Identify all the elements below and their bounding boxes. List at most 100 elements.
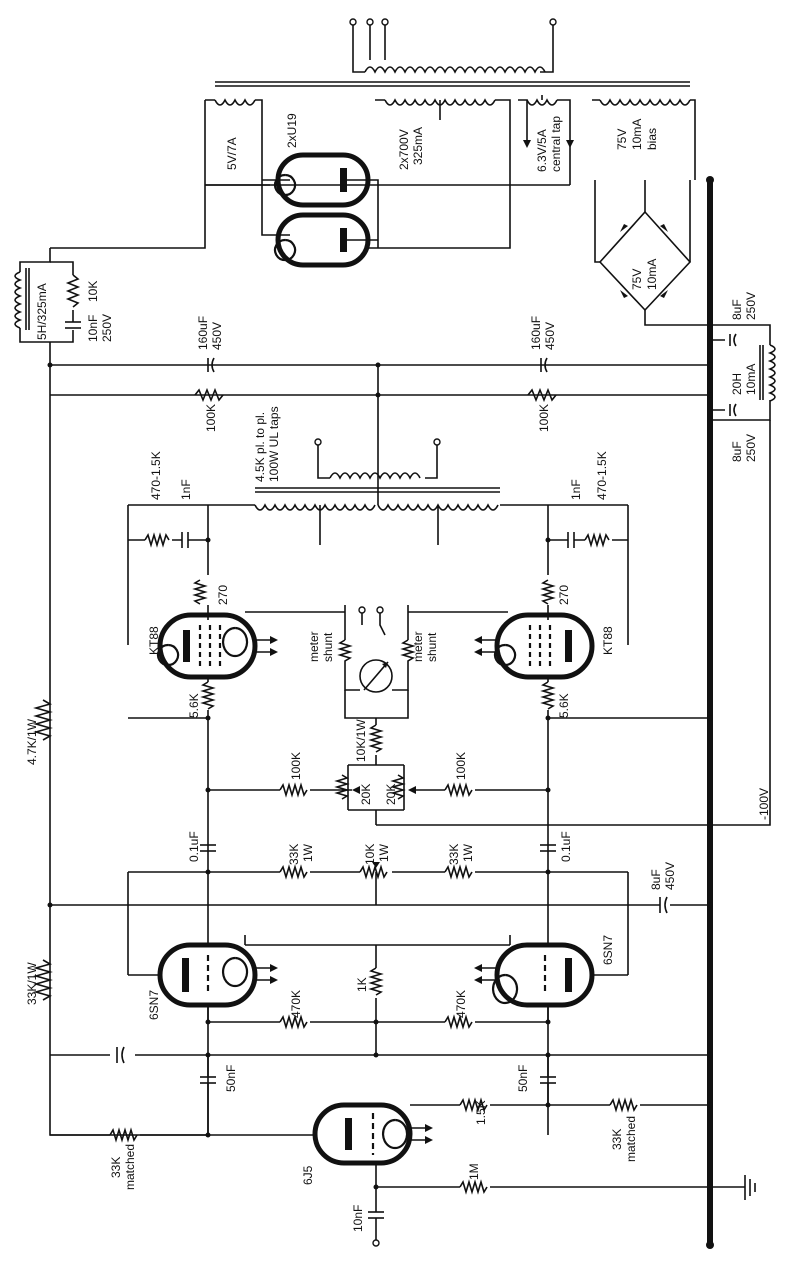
zobel-r1-label: 470-1.5K bbox=[149, 451, 163, 500]
heater-ct-label: central tap bbox=[549, 116, 563, 172]
ot-rating-label: 100W UL taps bbox=[267, 406, 281, 482]
hv-secondary-label: 2x700V bbox=[397, 129, 411, 170]
hv-current-label: 325mA bbox=[411, 127, 425, 165]
bias-cap1-value: 8uF bbox=[730, 299, 744, 320]
coupling-c2-label: 0.1uF bbox=[559, 831, 573, 862]
coupling-c1-label: 0.1uF bbox=[187, 831, 201, 862]
grid-r1-label: 100K bbox=[289, 752, 303, 780]
pi-c1-label: 50nF bbox=[224, 1065, 238, 1092]
pot-a-label: 20K bbox=[359, 784, 373, 805]
input-tube bbox=[312, 1102, 433, 1166]
meter-shunt1-a: meter bbox=[307, 631, 321, 662]
bias-cap2-value: 8uF bbox=[730, 441, 744, 462]
power-transformer bbox=[50, 18, 696, 249]
pi-load1-value: 33K bbox=[109, 1157, 123, 1178]
meter-shunt1-b: shunt bbox=[321, 632, 335, 662]
cap1-value: 160uF bbox=[196, 316, 210, 350]
bias-cap2-voltage: 250V bbox=[744, 434, 758, 462]
driver-grid2-label: 470K bbox=[454, 990, 468, 1018]
bleeder2-label: 100K bbox=[537, 404, 551, 432]
cathode-bias-network bbox=[128, 677, 713, 1135]
driver-tube-right bbox=[474, 942, 595, 1008]
input-network bbox=[368, 1163, 713, 1247]
balance-pot-value: 10K bbox=[363, 844, 377, 865]
load-r1-rating: 1W bbox=[301, 843, 315, 862]
cap1-voltage: 450V bbox=[210, 322, 224, 350]
drop-r2-label: 33K/1W bbox=[25, 962, 39, 1005]
heater-wiring bbox=[205, 145, 571, 186]
pi-load2-value: 33K bbox=[610, 1129, 624, 1150]
pi-load2-matched: matched bbox=[624, 1116, 638, 1162]
rectifier-label: 2xU19 bbox=[285, 113, 299, 148]
bridge-i-label: 10mA bbox=[645, 259, 659, 290]
drop-resistor-2 bbox=[33, 959, 53, 1001]
bias-v-label: 75V bbox=[615, 129, 629, 150]
pi-c2-label: 50nF bbox=[516, 1065, 530, 1092]
bias-filter bbox=[710, 324, 776, 826]
driver-grid1-label: 470K bbox=[289, 990, 303, 1018]
driver-tube-right-label: 6SN7 bbox=[601, 935, 615, 965]
main-choke bbox=[14, 248, 210, 1136]
bias-bridge bbox=[594, 180, 710, 326]
tail-r-label: 1K bbox=[355, 977, 369, 992]
driver-tube-left bbox=[157, 942, 278, 1008]
cap2-voltage: 450V bbox=[543, 322, 557, 350]
driver-loads bbox=[47, 844, 713, 975]
driver-cap-voltage: 450V bbox=[663, 862, 677, 890]
input-grid-label: 1M bbox=[467, 1163, 481, 1180]
pi-r1-label: 1.5K bbox=[474, 1100, 488, 1125]
grid-stopper-left bbox=[192, 579, 208, 605]
pi-load1-matched: matched bbox=[123, 1144, 137, 1190]
grid-stopper-right-label: 270 bbox=[557, 585, 571, 605]
driver-plate-wiring bbox=[128, 935, 628, 976]
reservoir-section bbox=[47, 357, 713, 403]
snubber-r-label: 10K bbox=[86, 281, 100, 302]
grid-stopper-left-label: 270 bbox=[216, 585, 230, 605]
heater-5v-label: 5V/7A bbox=[225, 137, 239, 170]
ground-symbol-icon bbox=[710, 1175, 756, 1200]
bias-cap1-voltage: 250V bbox=[744, 292, 758, 320]
snubber-v-label: 250V bbox=[100, 314, 114, 342]
heater-63-label: 6.3V/5A bbox=[535, 129, 549, 172]
power-tube-left bbox=[156, 612, 278, 680]
drop-resistor-1 bbox=[33, 699, 53, 741]
zobel-r2-label: 470-1.5K bbox=[595, 451, 609, 500]
snubber-c-label: 10nF bbox=[86, 315, 100, 342]
bias-choke-value: 20H bbox=[730, 373, 744, 395]
drop-r1-label: 4.7K/1W bbox=[25, 718, 39, 765]
grid-stopper-right bbox=[540, 579, 556, 605]
driver-tube-left-label: 6SN7 bbox=[147, 990, 161, 1020]
driver-cap-value: 8uF bbox=[649, 869, 663, 890]
bridge-v-label: 75V bbox=[630, 269, 644, 290]
choke-main-label: 5H/325mA bbox=[35, 283, 49, 340]
phase-splitter bbox=[50, 1055, 713, 1143]
balance-pot-rating: 1W bbox=[377, 843, 391, 862]
rectifier-wiring bbox=[205, 179, 379, 248]
power-tube-right bbox=[474, 612, 595, 680]
bias-pot-label: 10K/1W bbox=[354, 719, 368, 762]
ground-bus bbox=[706, 176, 714, 1249]
load-r2-rating: 1W bbox=[461, 843, 475, 862]
pot-b-label: 20K bbox=[384, 784, 398, 805]
driver-tail bbox=[50, 945, 713, 1064]
input-cap-label: 10nF bbox=[351, 1205, 365, 1232]
meter-shunt2-b: shunt bbox=[425, 632, 439, 662]
bias-choke-current: 10mA bbox=[744, 364, 758, 395]
bias-t-label: bias bbox=[645, 128, 659, 150]
meter-shunt2-a: meter bbox=[411, 631, 425, 662]
output-transformer bbox=[127, 395, 629, 645]
bias-i-label: 10mA bbox=[630, 119, 644, 150]
cathode-r2-label: 5.6K bbox=[557, 693, 571, 718]
cathode-r1-label: 5.6K bbox=[187, 693, 201, 718]
bias-negative-label: -100V bbox=[757, 788, 771, 820]
power-tube-right-label: KT88 bbox=[601, 626, 615, 655]
input-tube-label: 6J5 bbox=[301, 1165, 315, 1185]
load-r2-value: 33K bbox=[447, 844, 461, 865]
meter-section bbox=[337, 606, 416, 719]
screen-wiring bbox=[245, 605, 508, 640]
load-r1-value: 33K bbox=[287, 844, 301, 865]
cap2-value: 160uF bbox=[529, 316, 543, 350]
zobel-c2-label: 1nF bbox=[569, 479, 583, 500]
grid-r2-label: 100K bbox=[454, 752, 468, 780]
